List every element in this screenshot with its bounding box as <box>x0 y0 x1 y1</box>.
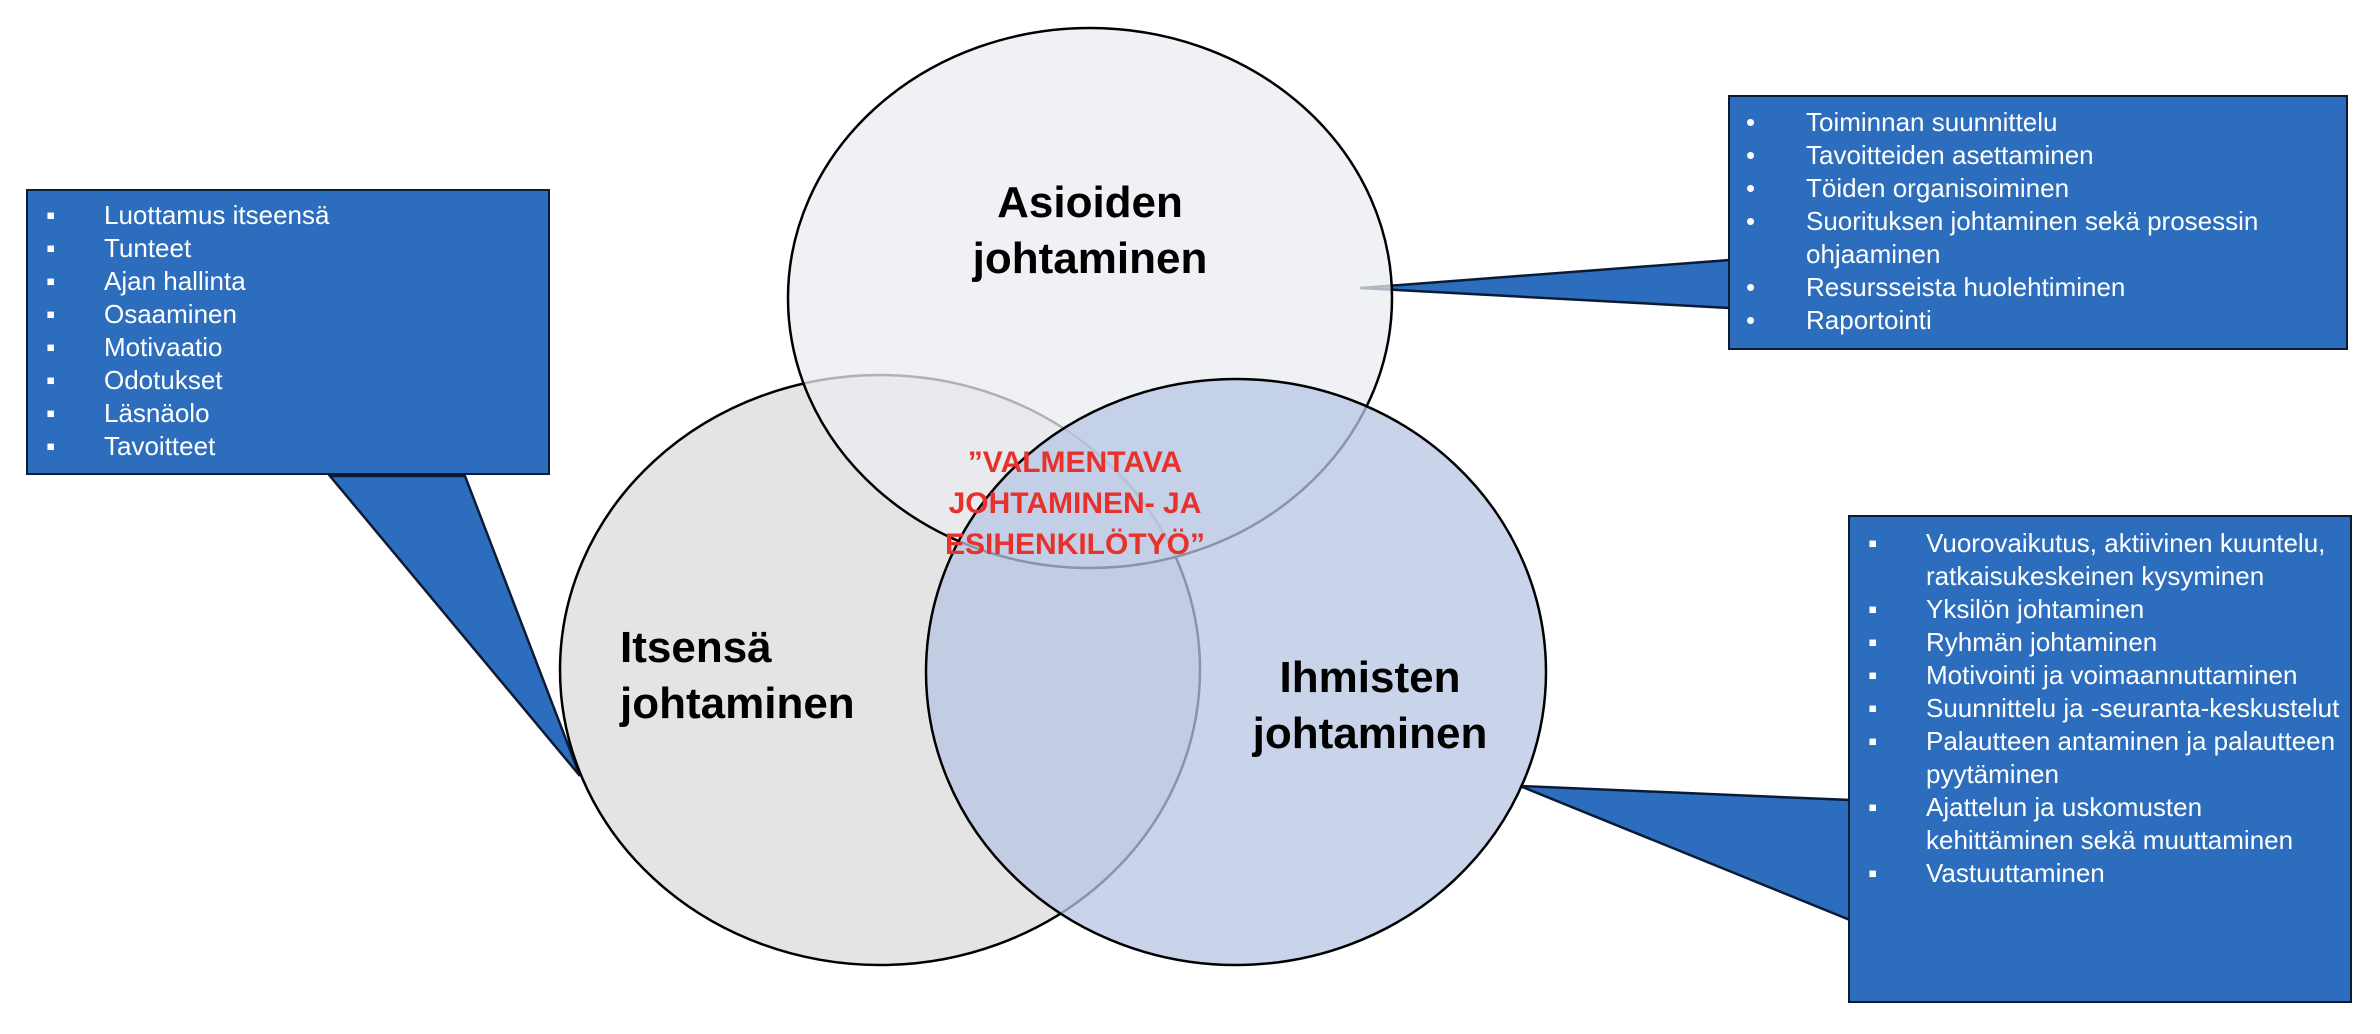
title-line: Itsensä <box>620 623 772 672</box>
callout-list-item: • Tavoitteiden asettaminen <box>1746 139 2326 172</box>
callout-item-text: Tavoitteiden asettaminen <box>1806 140 2094 170</box>
bullet-icon: • <box>1746 305 1756 335</box>
callout-left: ▪ Luottamus itseensä ▪ Tunteet ▪ Ajan hallint… <box>26 189 550 475</box>
callout-item-text: Suunnittelu ja -seuranta-keskustelut <box>1926 693 2340 723</box>
bullet-icon: ▪ <box>46 332 56 362</box>
bullet-icon: ▪ <box>46 299 56 329</box>
callout-left-pointer <box>327 474 582 777</box>
callout-list-item: ▪ Palautteen antaminen ja palautteen pyyt… <box>1868 725 2340 791</box>
bullet-icon: ▪ <box>1868 792 1878 822</box>
callout-top-right-pointer <box>1359 258 1732 310</box>
callout-list-item: • Resursseista huolehtiminen <box>1746 271 2326 304</box>
bullet-icon: ▪ <box>46 365 56 395</box>
bullet-icon: • <box>1746 140 1756 170</box>
callout-list-item: • Suorituksen johtaminen sekä prosessin o… <box>1746 205 2326 271</box>
bullet-icon: • <box>1746 206 1756 236</box>
callout-list-item: ▪ Vuorovaikutus, aktiivinen kuuntelu, rat… <box>1868 527 2340 593</box>
callout-list-item: ▪ Luottamus itseensä <box>46 199 538 232</box>
callout-list-item: • Töiden organisoiminen <box>1746 172 2326 205</box>
callout-list-item: ▪ Osaaminen <box>46 298 538 331</box>
title-line: Ihmisten <box>1279 653 1461 702</box>
callout-item-text: Luottamus itseensä <box>104 200 330 230</box>
callout-list-item: ▪ Ajan hallinta <box>46 265 538 298</box>
bullet-icon: ▪ <box>1868 594 1878 624</box>
callout-item-text: Tavoitteet <box>104 431 216 461</box>
bullet-icon: ▪ <box>1868 627 1878 657</box>
bullet-icon: ▪ <box>46 398 56 428</box>
title-line: Asioiden <box>997 178 1183 227</box>
callout-list-item: ▪ Odotukset <box>46 364 538 397</box>
callout-list-item: ▪ Läsnäolo <box>46 397 538 430</box>
callout-item-text: Ajan hallinta <box>104 266 246 296</box>
bullet-icon: ▪ <box>1868 858 1878 888</box>
callout-top-right: • Toiminnan suunnittelu • Tavoitteiden aset… <box>1728 95 2348 350</box>
callout-bottom-right-pointer <box>1519 784 1852 922</box>
callout-item-text: Ryhmän johtaminen <box>1926 627 2158 657</box>
callout-list-item: ▪ Vastuuttaminen <box>1868 857 2340 890</box>
bullet-icon: ▪ <box>46 200 56 230</box>
callout-item-text: Raportointi <box>1806 305 1932 335</box>
bullet-icon: ▪ <box>1868 660 1878 690</box>
callout-item-text: Osaaminen <box>104 299 237 329</box>
bullet-icon: ▪ <box>1868 726 1878 756</box>
callout-item-text: Tunteet <box>104 233 192 263</box>
title-line: johtaminen <box>620 679 855 728</box>
bullet-icon: • <box>1746 107 1756 137</box>
title-line: johtaminen <box>1252 709 1488 758</box>
bullet-icon: ▪ <box>1868 693 1878 723</box>
callout-list-item: ▪ Ajattelun ja uskomusten kehittäminen se… <box>1868 791 2340 857</box>
callout-list-item: ▪ Suunnittelu ja -seuranta-keskustelut <box>1868 692 2340 725</box>
callout-list-item: ▪ Motivaatio <box>46 331 538 364</box>
callout-list-item: ▪ Ryhmän johtaminen <box>1868 626 2340 659</box>
title-ihmisten-johtaminen: Ihmisten johtaminen <box>1220 650 1520 762</box>
callout-list-item: ▪ Tavoitteet <box>46 430 538 463</box>
callout-item-text: Ajattelun ja uskomusten kehittäminen sek… <box>1926 792 2294 855</box>
callout-list-item: • Raportointi <box>1746 304 2326 337</box>
callout-list-item: ▪ Motivointi ja voimaannuttaminen <box>1868 659 2340 692</box>
callout-item-text: Odotukset <box>104 365 223 395</box>
callout-item-text: Yksilön johtaminen <box>1926 594 2145 624</box>
callout-list-item: ▪ Yksilön johtaminen <box>1868 593 2340 626</box>
center-line: ESIHENKILÖTYÖ” <box>944 528 1206 561</box>
callout-item-text: Töiden organisoiminen <box>1806 173 2070 203</box>
title-line: johtaminen <box>972 234 1208 283</box>
bullet-icon: • <box>1746 272 1756 302</box>
callout-item-text: Palautteen antaminen ja palautteen pyytä… <box>1926 726 2336 789</box>
callout-top-right-list: • Toiminnan suunnittelu • Tavoitteiden aset… <box>1730 97 2346 337</box>
callout-item-text: Vuorovaikutus, aktiivinen kuuntelu, ratk… <box>1926 528 2326 591</box>
bullet-icon: ▪ <box>46 431 56 461</box>
callout-bottom-right-list: ▪ Vuorovaikutus, aktiivinen kuuntelu, rat… <box>1850 517 2350 890</box>
bullet-icon: ▪ <box>46 266 56 296</box>
callout-bottom-right: ▪ Vuorovaikutus, aktiivinen kuuntelu, rat… <box>1848 515 2352 1003</box>
callout-item-text: Läsnäolo <box>104 398 210 428</box>
title-asioiden-johtaminen: Asioiden johtaminen <box>940 175 1240 287</box>
bullet-icon: • <box>1746 173 1756 203</box>
title-itsensa-johtaminen: Itsensä johtaminen <box>620 620 855 732</box>
circle-ihmisten <box>924 377 1548 967</box>
callout-item-text: Motivaatio <box>104 332 223 362</box>
callout-left-list: ▪ Luottamus itseensä ▪ Tunteet ▪ Ajan hallint… <box>28 191 548 463</box>
center-line: JOHTAMINEN- JA <box>948 487 1202 520</box>
callout-list-item: • Toiminnan suunnittelu <box>1746 106 2326 139</box>
callout-list-item: ▪ Tunteet <box>46 232 538 265</box>
callout-item-text: Resursseista huolehtiminen <box>1806 272 2126 302</box>
callout-item-text: Suorituksen johtaminen sekä prosessin oh… <box>1806 206 2259 269</box>
bullet-icon: ▪ <box>46 233 56 263</box>
callout-item-text: Vastuuttaminen <box>1926 858 2105 888</box>
center-label: ”VALMENTAVA JOHTAMINEN- JA ESIHENKILÖTYÖ… <box>925 442 1225 565</box>
callout-item-text: Toiminnan suunnittelu <box>1806 107 2058 137</box>
bullet-icon: ▪ <box>1868 528 1878 558</box>
center-line: ”VALMENTAVA <box>967 446 1183 479</box>
callout-item-text: Motivointi ja voimaannuttaminen <box>1926 660 2298 690</box>
